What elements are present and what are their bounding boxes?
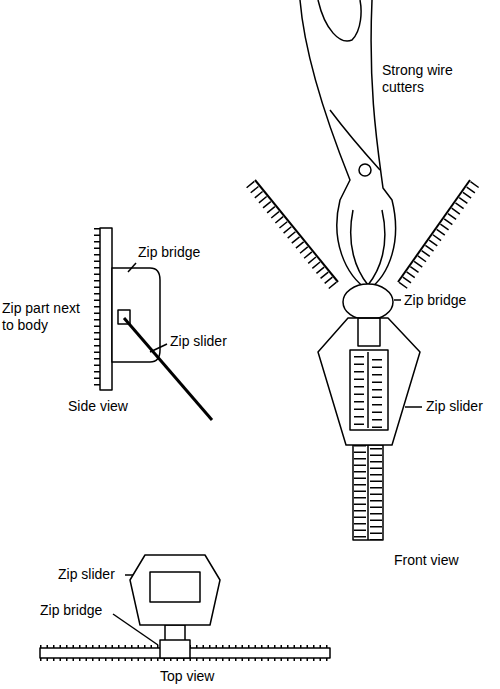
part-label: Zip bridge: [138, 244, 200, 261]
side-view-zip: [97, 228, 212, 420]
part-label: Zip slider: [170, 333, 227, 350]
part-label: Zip slider: [426, 398, 483, 415]
part-label: Zip part next to body: [2, 300, 94, 334]
part-label: Side view: [68, 398, 128, 415]
top-view-zip: [40, 555, 330, 658]
part-label: Zip bridge: [40, 602, 102, 619]
part-label: Zip slider: [58, 566, 115, 583]
part-label: Front view: [394, 552, 459, 569]
part-label: Zip bridge: [404, 292, 466, 309]
front-slider: [318, 284, 420, 540]
part-label: Top view: [160, 668, 214, 685]
leader-lines: [394, 300, 422, 407]
part-label: Strong wire cutters: [382, 62, 472, 96]
wire-cutters: [300, 0, 396, 290]
